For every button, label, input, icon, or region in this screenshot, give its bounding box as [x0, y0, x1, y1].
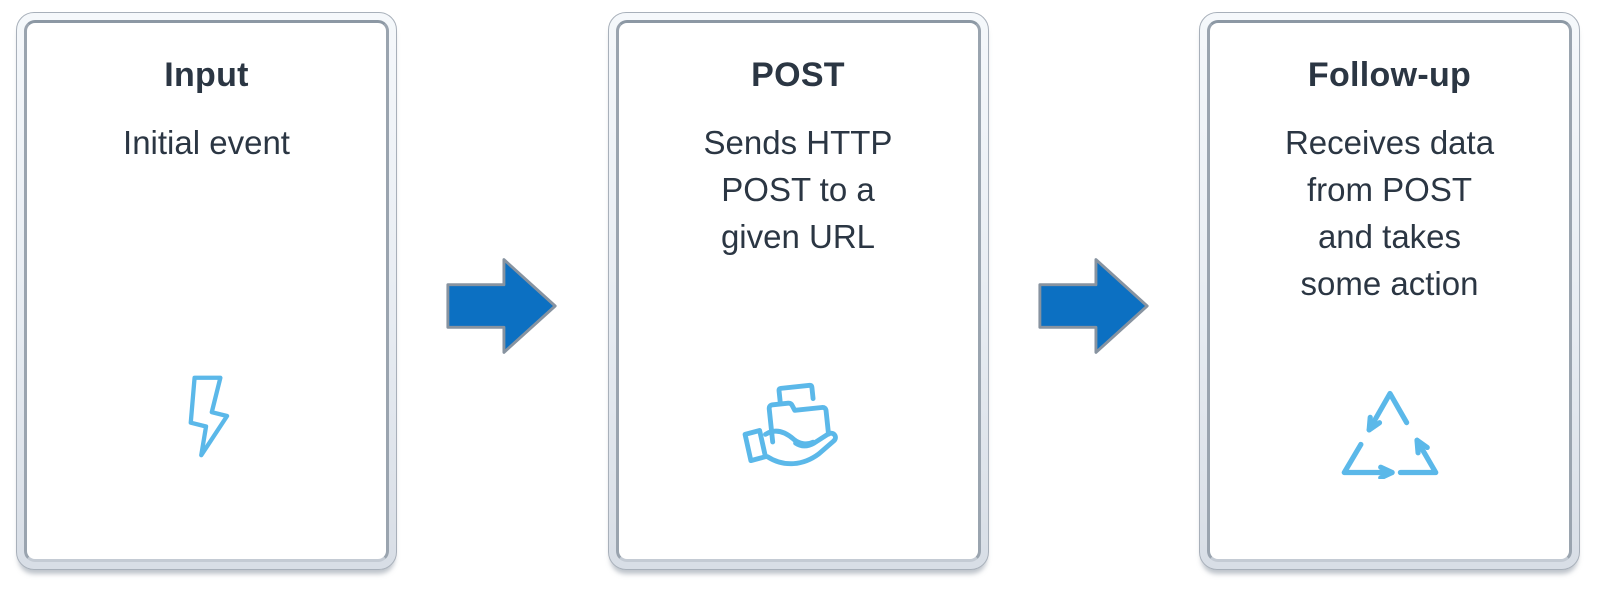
lightning-bolt-outline: [188, 375, 229, 458]
step-icon-slot: [619, 379, 978, 481]
block-arrow-shape: [1038, 258, 1149, 354]
folder-with-paper: [766, 382, 831, 445]
flow-connector: [397, 12, 608, 570]
step-card-input-body: Input Initial event: [24, 20, 389, 562]
block-arrow-shape: [446, 258, 557, 354]
hand-holding-folder-outline: [742, 382, 838, 467]
flow-connector: [989, 12, 1200, 570]
lightning-bolt-icon: [188, 375, 229, 458]
step-icon-slot: [27, 373, 386, 459]
step-description: Initial event: [123, 124, 290, 161]
block-arrow-right-icon: [446, 258, 557, 354]
step-title: POST: [751, 56, 845, 94]
recycle-arrows-outline: [1341, 390, 1438, 479]
hand-holding-folder-icon: [742, 382, 838, 467]
step-title: Input: [164, 56, 249, 94]
block-arrow-right-icon: [1038, 258, 1149, 354]
step-card-input: Input Initial event: [16, 12, 397, 570]
hand-palm-line: [764, 430, 838, 467]
hand-cuff: [742, 428, 768, 464]
step-icon-slot: [1210, 387, 1569, 479]
step-title: Follow-up: [1307, 56, 1472, 94]
recycle-arrows-icon: [1341, 390, 1438, 479]
